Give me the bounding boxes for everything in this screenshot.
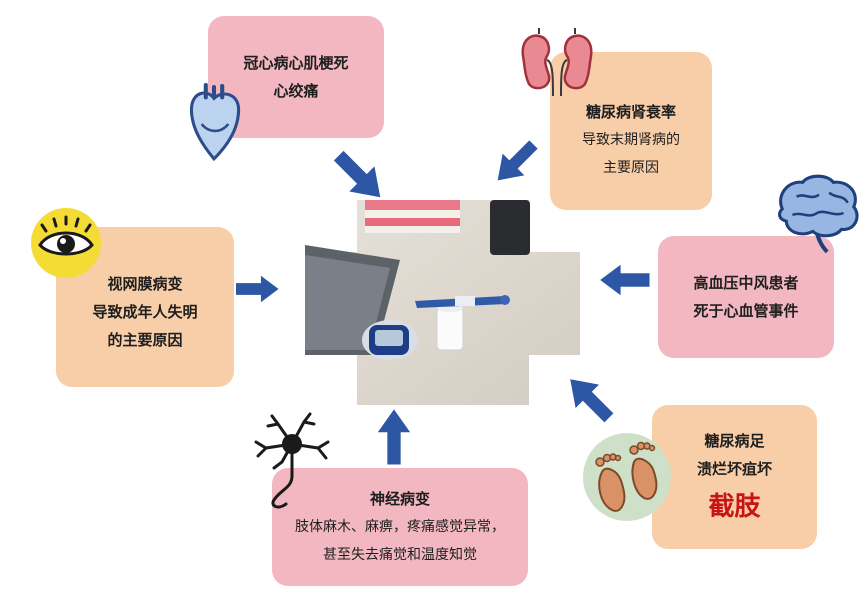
heart-complication-card: 冠心病心肌梗死 心绞痛 (208, 16, 384, 138)
neuron-icon (254, 412, 330, 509)
eye-line1: 视网膜病变 (107, 275, 183, 293)
books-shape (365, 200, 460, 210)
nerve-line3: 甚至失去痛觉和温度知觉 (323, 547, 477, 563)
arrow-from-heart (333, 150, 381, 198)
arrow-from-nerve (377, 409, 411, 465)
foot-line1: 糖尿病足 (704, 432, 765, 450)
eye-icon (31, 208, 101, 278)
heart-line2: 心绞痛 (273, 82, 319, 100)
foot-line3: 截肢 (708, 492, 761, 522)
foot-line2: 溃烂坏疽坏 (696, 460, 772, 478)
kidney-line1: 糖尿病肾衰率 (585, 103, 676, 121)
center-photo (305, 200, 580, 405)
heart-line1: 冠心病心肌梗死 (243, 54, 349, 72)
heart-icon (189, 83, 241, 162)
eye-line2: 导致成年人失明 (92, 303, 198, 321)
brain-line2: 死于心血管事件 (693, 302, 799, 320)
eye-line3: 的主要原因 (107, 331, 183, 349)
arrow-from-foot (570, 379, 614, 423)
kidney-line2: 导致末期肾病的 (582, 132, 680, 148)
brain-complication-card: 高血压中风患者 死于心血管事件 (658, 236, 834, 358)
arrow-from-brain (600, 264, 650, 296)
phone-shape (490, 200, 530, 255)
feet-icon (583, 433, 671, 521)
foot-complication-card: 糖尿病足 溃烂坏疽坏 截肢 (652, 405, 817, 549)
strip-container-shape (436, 307, 464, 351)
nerve-line2: 肢体麻木、麻痹，疼痛感觉异常， (295, 519, 505, 535)
arrow-from-kidney (497, 140, 538, 181)
arrow-from-eye (236, 275, 279, 303)
kidney-icon (521, 28, 593, 97)
brain-line1: 高血压中风患者 (693, 274, 799, 292)
brain-icon (778, 174, 859, 254)
kidney-line3: 主要原因 (603, 160, 659, 176)
nerve-line1: 神经病变 (369, 490, 430, 508)
nerve-complication-card: 神经病变 肢体麻木、麻痹，疼痛感觉异常， 甚至失去痛觉和温度知觉 (272, 468, 528, 586)
